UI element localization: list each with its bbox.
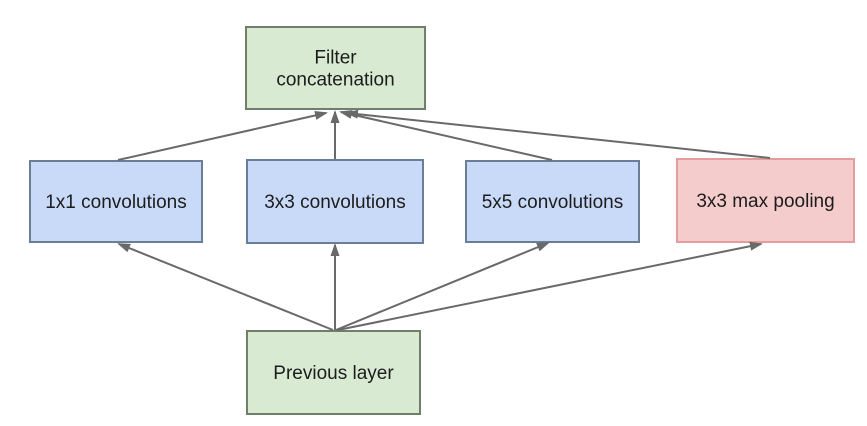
conv-3x3-box [246,159,424,244]
conv-3x3-label: 3x3 convolutions [264,192,406,213]
max-pooling-3x3-box [676,158,855,243]
conv-1x1-node: 1x1 convolutions [29,160,203,243]
edge-previous-layer-to-conv-1x1 [117,243,334,331]
conv-5x5-box [465,160,640,243]
conv-3x3-node: 3x3 convolutions [246,159,424,244]
filter-concatenation-box [245,26,426,110]
edge-max-pooling-3x3-to-filter-concatenation [345,109,771,159]
max-pooling-3x3-node: 3x3 max pooling [676,158,855,243]
max-pooling-3x3-label: 3x3 max pooling [696,191,834,212]
previous-layer-box [246,330,421,415]
conv-1x1-label: 1x1 convolutions [45,192,187,213]
conv-1x1-box [29,160,203,243]
edge-conv-1x1-to-filter-concatenation [117,111,328,161]
conv-5x5-node: 5x5 convolutions [465,160,640,243]
previous-layer-node: Previous layer [246,330,421,415]
edge-conv-5x5-to-filter-concatenation [339,110,553,161]
conv-5x5-label: 5x5 convolutions [482,192,624,213]
edge-previous-layer-to-conv-5x5 [335,242,550,331]
edge-previous-layer-to-max-pooling-3x3 [337,241,763,331]
previous-layer-label: Previous layer [273,363,394,384]
